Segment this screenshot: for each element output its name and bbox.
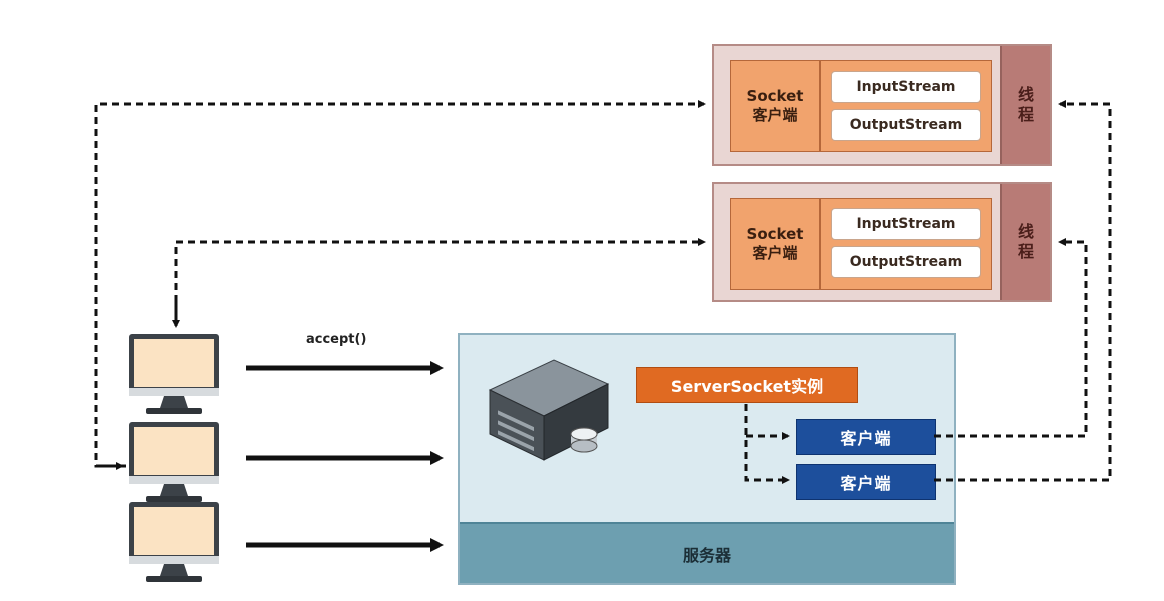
dashed-link-computer2-thread1 [94,100,706,468]
socket-client-box: Socket 客户端 [730,60,820,152]
thread-char: 线 [1017,222,1034,241]
thread-char: 程 [1017,242,1034,261]
serversocket-instance: ServerSocket实例 [636,367,858,403]
server-label: 服务器 [460,522,954,583]
dashed-link-client2-thread1 [934,100,1112,482]
socket-label: Socket [746,225,804,243]
client-label: 客户端 [752,106,798,124]
client-computer-1 [129,334,219,414]
thread-char: 线 [1017,85,1034,104]
thread-label: 线 程 [1000,184,1050,300]
thread-char: 程 [1017,105,1034,124]
server-rack-icon [488,359,610,461]
socket-client-box: Socket 客户端 [730,198,820,290]
client-label: 客户端 [752,244,798,262]
server-client-box-1: 客户端 [796,419,936,455]
input-stream-box: InputStream [831,71,981,103]
dashed-link-serversocket-clients [744,404,790,484]
server-client-box-2: 客户端 [796,464,936,500]
dashed-link-client1-thread2 [934,238,1088,438]
output-stream-box: OutputStream [831,246,981,278]
accept-label: accept() [306,332,367,347]
dashed-link-computer1-thread2 [174,238,706,326]
client-computer-2 [129,422,219,502]
thread-panel-2: Socket 客户端 InputStream OutputStream 线 程 [712,182,1052,302]
input-stream-box: InputStream [831,208,981,240]
output-stream-box: OutputStream [831,109,981,141]
socket-label: Socket [746,87,804,105]
thread-panel-1: Socket 客户端 InputStream OutputStream 线 程 [712,44,1052,166]
thread-label: 线 程 [1000,46,1050,164]
client-computer-3 [129,502,219,582]
